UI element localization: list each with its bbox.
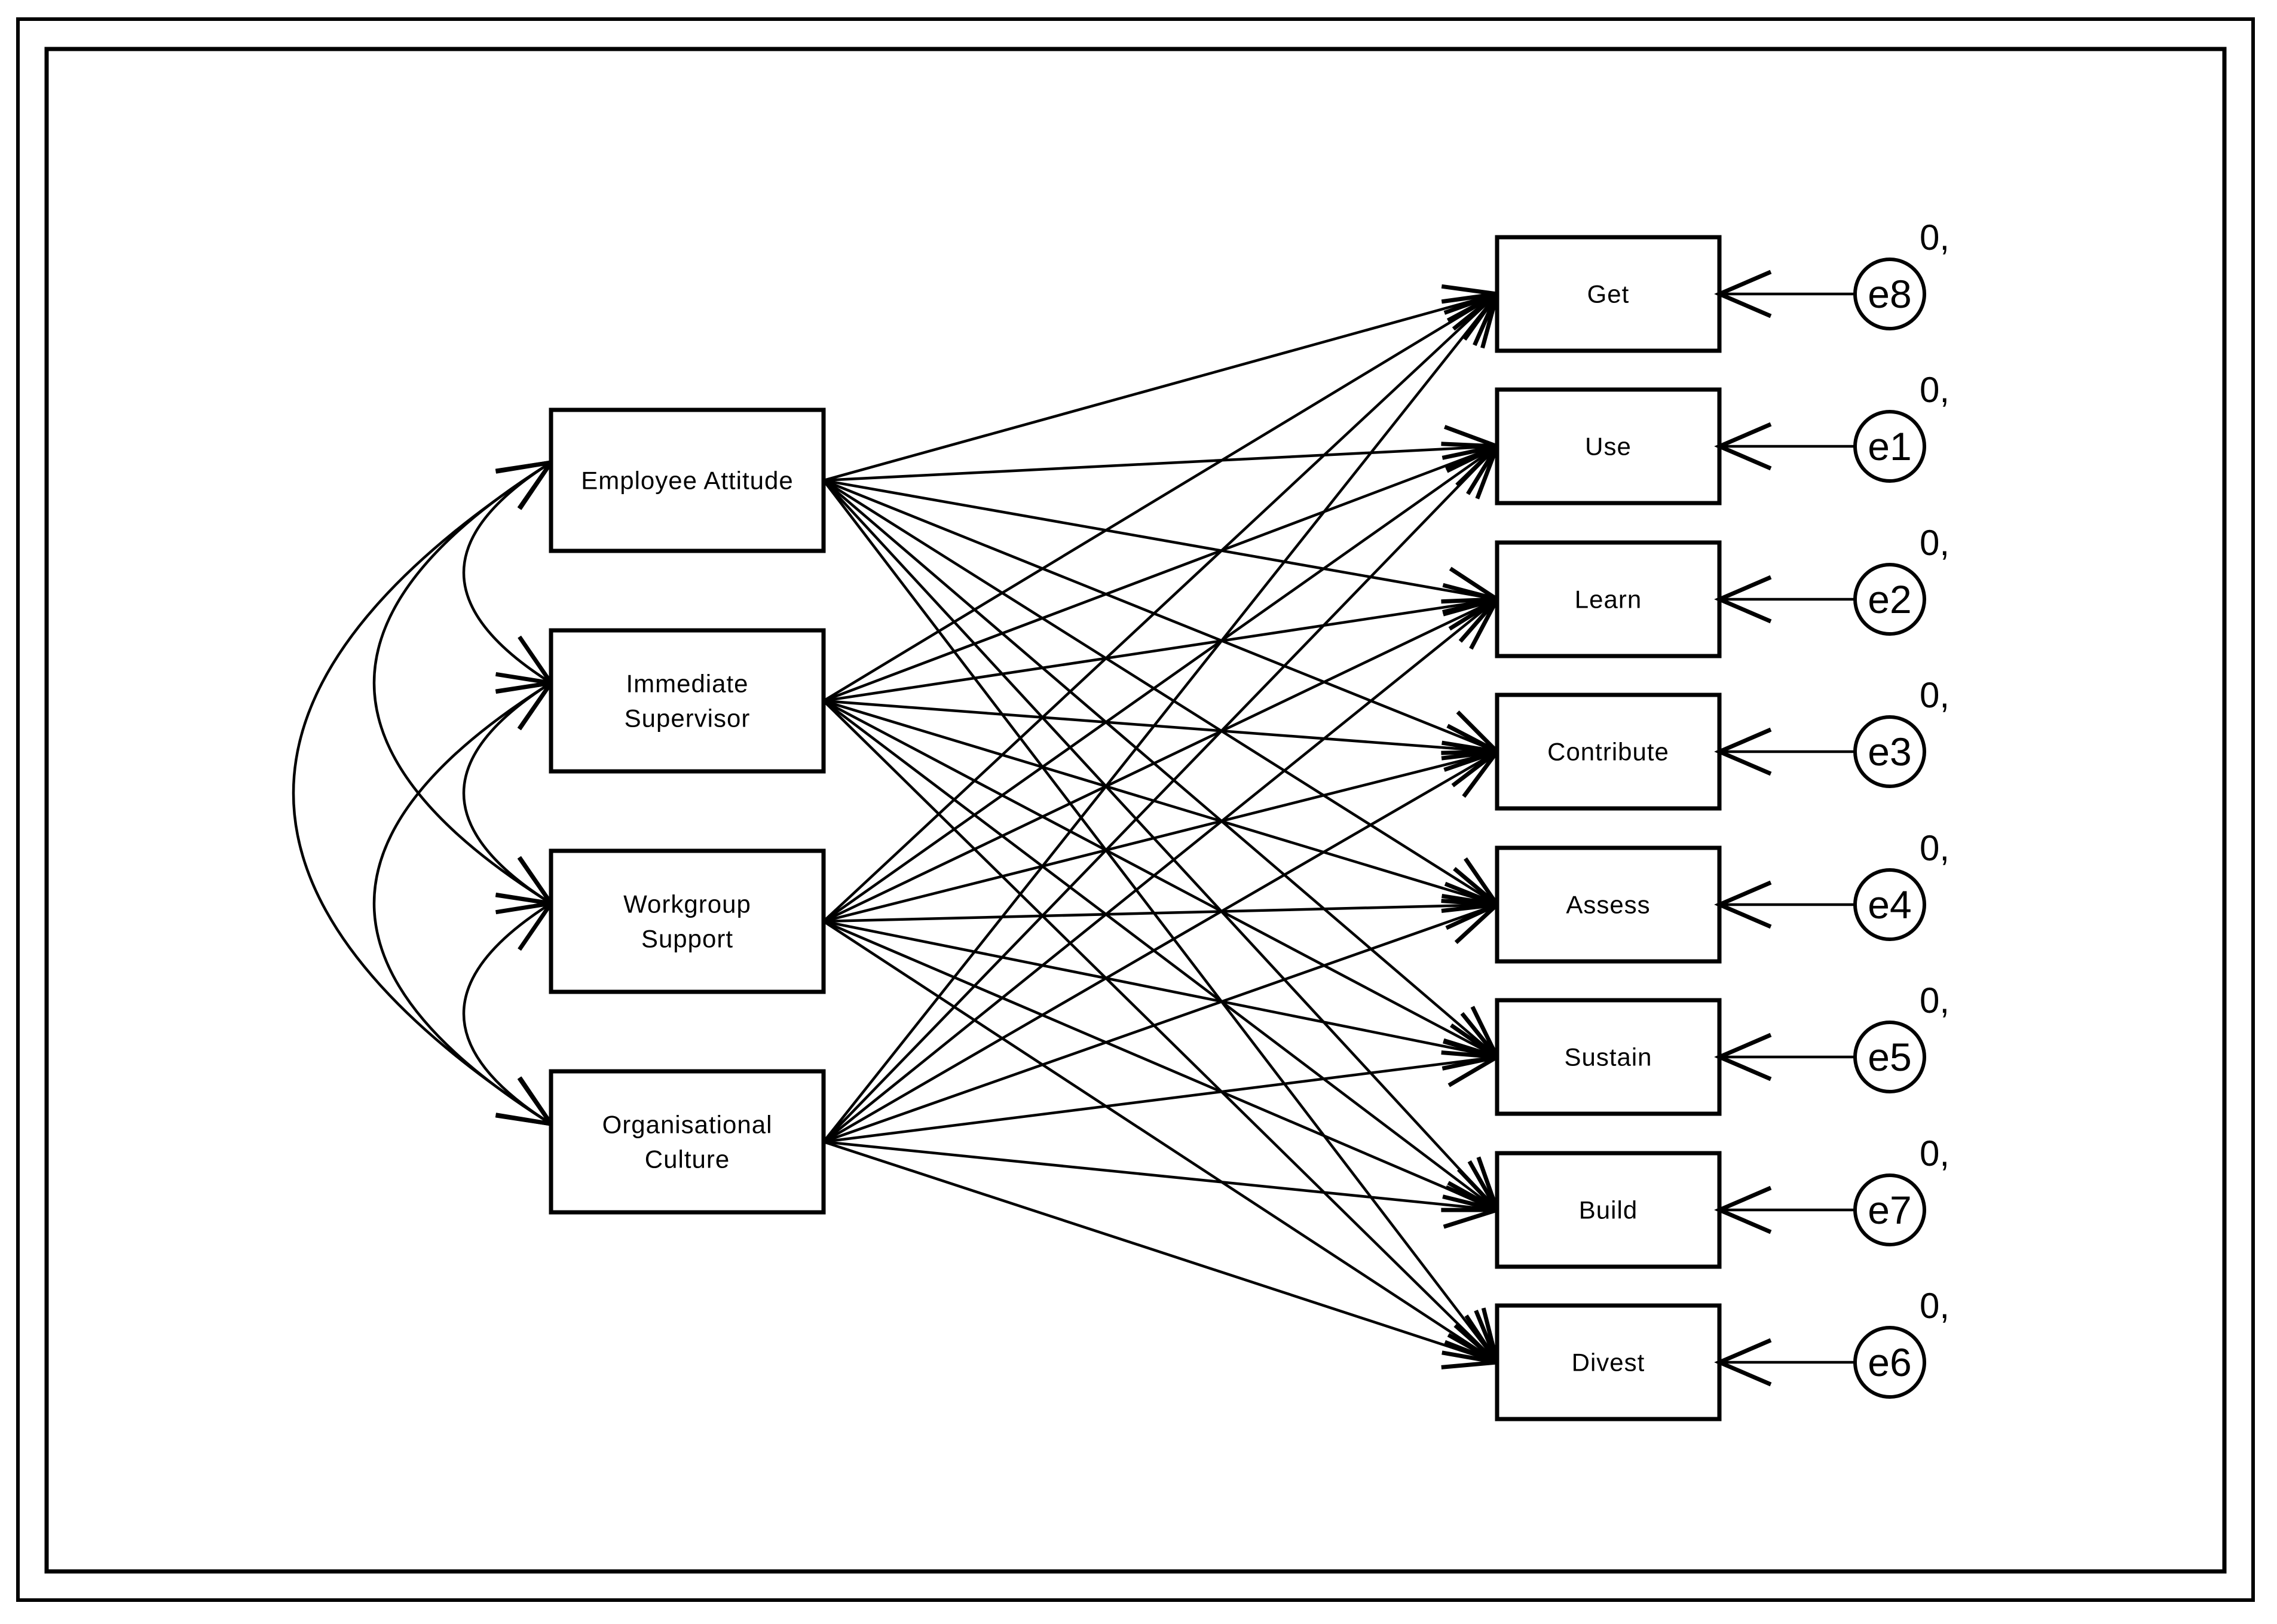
endogenous-box-use [1495, 387, 1722, 505]
error-circle-e6 [1853, 1326, 1926, 1399]
regression-arrow [822, 749, 1502, 1143]
endogenous-label: Contribute [1547, 738, 1669, 766]
endogenous-label: Assess [1566, 891, 1650, 919]
covariance-arc [462, 900, 556, 1127]
regression-arrow [823, 1039, 1502, 1144]
exogenous-label: Organisational [602, 1111, 773, 1139]
covariance-arc [372, 459, 556, 906]
endogenous-box-get [1495, 235, 1722, 353]
regression-arrow [822, 596, 1501, 1143]
endogenous-label: Sustain [1564, 1043, 1652, 1071]
regression-arrow [823, 597, 1502, 923]
endogenous-box-contribute [1495, 693, 1722, 811]
mean-label: 0, [1920, 523, 1949, 563]
mean-label: 0, [1920, 1286, 1949, 1326]
exogenous-box-workgroup-support [549, 848, 826, 994]
regression-arrow [822, 479, 1501, 1214]
mean-label: 0, [1920, 828, 1949, 868]
error-label: e3 [1868, 730, 1911, 774]
regression-arrow [822, 290, 1501, 923]
error-circle-e7 [1853, 1173, 1926, 1246]
inner-border [44, 47, 2227, 1574]
endogenous-label: Learn [1575, 586, 1642, 614]
covariance-arc [462, 459, 556, 686]
error-circle-e1 [1853, 410, 1926, 483]
regression-arrow [822, 700, 1502, 1060]
regression-arrow [823, 899, 1502, 1144]
error-terms: e80,e10,e20,e30,e40,e50,e70,e60, [1714, 217, 1949, 1399]
exogenous-nodes: Employee AttitudeImmediateSupervisorWork… [549, 407, 826, 1215]
covariance-arc [372, 680, 556, 1127]
endogenous-label: Build [1579, 1196, 1638, 1224]
error-circle-e5 [1853, 1021, 1926, 1093]
regression-arrow [822, 290, 1501, 1143]
endogenous-box-build [1495, 1151, 1722, 1269]
outer-border [16, 17, 2255, 1602]
covariance-arcs [292, 459, 556, 1127]
regression-arrow [823, 479, 1502, 755]
error-label: e6 [1868, 1340, 1911, 1384]
error-label: e5 [1868, 1035, 1911, 1079]
regression-arrow [823, 583, 1502, 703]
regression-arrow [822, 442, 1501, 1143]
regression-arrow [822, 700, 1501, 1366]
covariance-arc [462, 680, 556, 906]
regression-arrow [823, 1140, 1502, 1229]
error-label: e8 [1868, 272, 1911, 316]
endogenous-box-divest [1495, 1303, 1722, 1421]
endogenous-box-assess [1495, 845, 1722, 964]
exogenous-box-immediate-supervisor [549, 628, 826, 774]
regression-arrow [823, 479, 1502, 614]
regression-arrow [823, 881, 1502, 930]
error-label: e2 [1868, 577, 1911, 621]
exogenous-label: Culture [645, 1145, 730, 1173]
regression-arrow [823, 740, 1502, 923]
exogenous-label: Workgroup [623, 890, 751, 918]
exogenous-label: Immediate [626, 670, 748, 698]
mean-label: 0, [1920, 980, 1949, 1021]
exogenous-label: Support [641, 925, 733, 953]
error-circle-e2 [1853, 563, 1926, 636]
endogenous-box-learn [1495, 540, 1722, 658]
regression-arrow [822, 443, 1502, 923]
error-label: e4 [1868, 883, 1911, 927]
regression-arrow [822, 479, 1502, 908]
covariance-arc [292, 459, 556, 1127]
exogenous-label: Employee Attitude [581, 467, 794, 495]
exogenous-label: Supervisor [625, 704, 751, 733]
error-circle-e3 [1853, 715, 1926, 788]
regression-arrow [823, 920, 1502, 1212]
error-circle-e8 [1853, 258, 1926, 330]
regression-arrow [822, 479, 1501, 1367]
error-label: e7 [1868, 1188, 1911, 1232]
error-label: e1 [1868, 424, 1911, 468]
endogenous-label: Divest [1572, 1349, 1645, 1377]
endogenous-box-sustain [1495, 998, 1722, 1116]
endogenous-nodes: GetUseLearnContributeAssessSustainBuildD… [1495, 235, 1722, 1421]
exogenous-box-organisational-culture [549, 1069, 826, 1215]
regression-arrow [823, 699, 1502, 772]
mean-label: 0, [1920, 370, 1949, 410]
regression-arrow [823, 920, 1502, 1071]
regression-arrow [822, 920, 1502, 1365]
endogenous-label: Get [1587, 280, 1630, 308]
regression-arrow [823, 699, 1502, 913]
exogenous-box-employee-attitude [549, 407, 826, 553]
regression-arrow [822, 700, 1502, 1214]
regression-arrow [822, 479, 1501, 1061]
mean-label: 0, [1920, 675, 1949, 715]
regression-arrow [823, 425, 1502, 482]
regression-arrow [823, 284, 1502, 482]
error-circle-e4 [1853, 868, 1926, 941]
endogenous-label: Use [1585, 433, 1632, 461]
regression-paths [822, 284, 1502, 1369]
regression-arrow [823, 1140, 1502, 1369]
mean-label: 0, [1920, 1133, 1949, 1173]
regression-arrow [822, 291, 1502, 702]
mean-label: 0, [1920, 217, 1949, 258]
regression-arrow [823, 442, 1502, 703]
